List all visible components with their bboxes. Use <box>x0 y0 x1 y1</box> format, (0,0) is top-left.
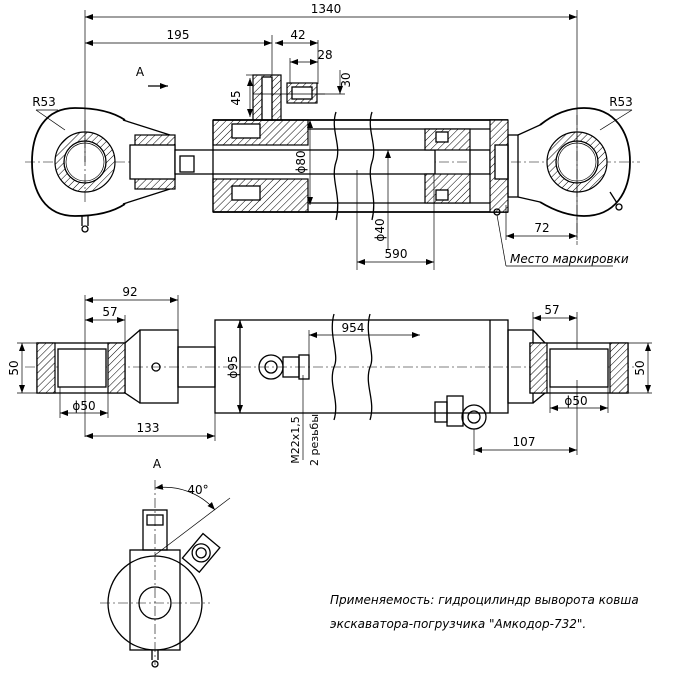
dim-50-right: 50 <box>633 360 647 375</box>
dim-r53-right: R53 <box>609 95 633 109</box>
applicability-line-1: Применяемость: гидроцилиндр выворота ков… <box>330 593 639 607</box>
view-arrow-label: A <box>136 65 145 79</box>
dim-954: 954 <box>342 321 365 335</box>
dim-57-left: 57 <box>102 305 117 319</box>
dim-r53-left: R53 <box>32 95 56 109</box>
top-section-view: 1340 195 42 28 30 45 R53 R53 ϕ80 ϕ40 590… <box>25 2 640 270</box>
view-a-label: A <box>153 457 162 471</box>
dim-92: 92 <box>122 285 137 299</box>
dim-72: 72 <box>534 221 549 235</box>
dim-phi40: ϕ40 <box>373 218 387 241</box>
dim-50-left: 50 <box>7 360 21 375</box>
dim-195: 195 <box>167 28 190 42</box>
rear-cap <box>489 119 541 216</box>
dim-28: 28 <box>317 48 332 62</box>
dim-phi80: ϕ80 <box>294 150 308 173</box>
left-eye-section <box>31 107 176 233</box>
right-eye-side <box>507 329 629 404</box>
middle-dimensions <box>17 295 652 460</box>
marking-place-label: Место маркировки <box>510 252 629 266</box>
dim-45: 45 <box>229 90 243 105</box>
dim-42: 42 <box>290 28 305 42</box>
cylinder-head <box>212 74 325 213</box>
middle-side-view: 92 57 50 ϕ50 133 ϕ95 954 M22x1,5 2 резьб… <box>7 285 652 466</box>
barrel <box>213 111 508 221</box>
dim-133: 133 <box>137 421 160 435</box>
dim-angle-40: 40° <box>187 483 208 497</box>
dim-phi50-left: ϕ50 <box>72 399 95 413</box>
dim-thread-note: 2 резьбы <box>308 414 321 466</box>
dim-thread: M22x1,5 <box>289 416 302 464</box>
dim-57-right: 57 <box>544 303 559 317</box>
left-eye-side <box>36 329 216 404</box>
dim-phi95: ϕ95 <box>226 355 240 378</box>
right-eye-section <box>539 107 631 245</box>
piston <box>424 128 491 204</box>
applicability-line-2: экскаватора-погрузчика "Амкодор-732". <box>330 617 586 631</box>
top-dimensions <box>35 10 633 270</box>
dim-phi50-right: ϕ50 <box>564 394 587 408</box>
dim-107: 107 <box>513 435 536 449</box>
rod <box>174 149 436 175</box>
dim-30: 30 <box>339 72 353 87</box>
view-a: A 40° <box>100 457 231 668</box>
dim-590: 590 <box>385 247 408 261</box>
dim-1340: 1340 <box>311 2 342 16</box>
